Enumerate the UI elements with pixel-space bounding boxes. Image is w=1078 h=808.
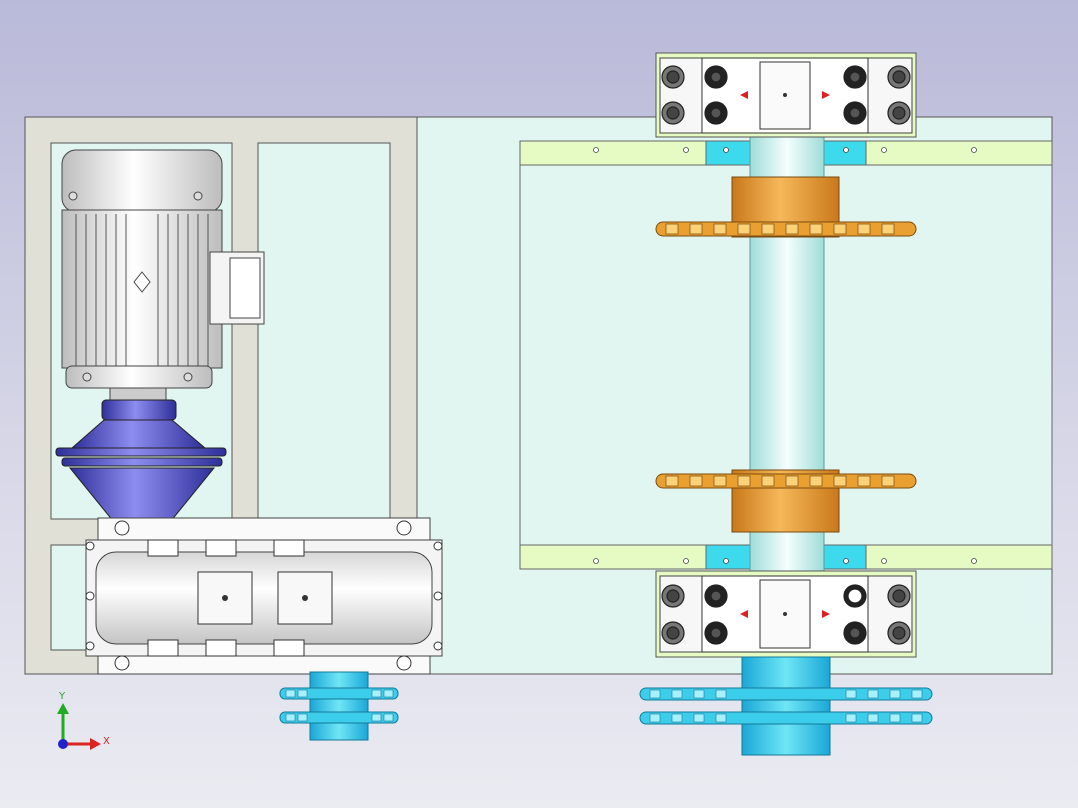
drive-sprocket[interactable] <box>279 671 399 741</box>
conical-reducer[interactable] <box>55 399 227 533</box>
x-arrowhead-icon <box>90 738 101 750</box>
x-axis-label: X <box>103 736 110 747</box>
gearbox[interactable] <box>85 517 443 675</box>
lower-sprocket[interactable] <box>655 473 917 489</box>
y-axis-label: Y <box>58 691 66 702</box>
z-axis-dot <box>58 739 68 749</box>
bearing-block-top[interactable] <box>655 52 917 138</box>
bearing-block-bottom[interactable] <box>655 570 917 658</box>
driven-sprocket[interactable] <box>639 656 933 756</box>
y-arrowhead-icon <box>57 703 69 714</box>
upper-sprocket[interactable] <box>655 221 917 237</box>
drive-motor[interactable] <box>61 149 265 401</box>
coordinate-triad: Y X <box>57 691 110 750</box>
